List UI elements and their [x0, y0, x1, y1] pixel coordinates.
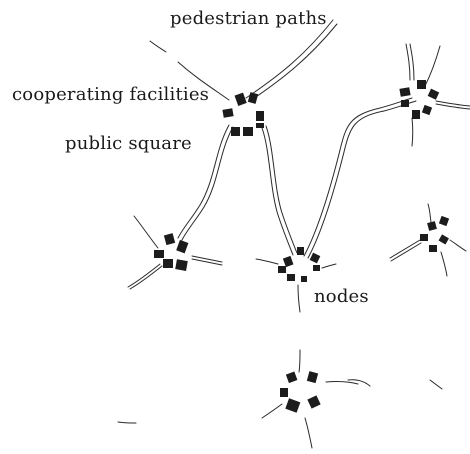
path-center-to-northeast-node-b [307, 100, 417, 259]
path-left-northwest [133, 215, 159, 249]
facility-building [176, 239, 189, 254]
path-center-east [321, 263, 337, 269]
path-northeast-down [411, 117, 414, 147]
path-east-node-southwest-b [390, 242, 422, 262]
label-cooperating-facilities: cooperating facilities [12, 84, 210, 105]
path-northeast-up-right [424, 45, 441, 87]
path-center-south [297, 284, 301, 313]
facility-building [307, 395, 321, 409]
facility-building [247, 92, 259, 104]
path-top-to-left-node-b [181, 126, 234, 241]
path-top-to-center-node-b [265, 125, 298, 254]
path-far-west-fragment [117, 421, 137, 424]
facility-building [256, 123, 264, 128]
path-bottom-southwest [261, 403, 283, 419]
label-nodes: nodes [314, 286, 369, 307]
path-center-to-northeast-node [303, 97, 413, 257]
facility-building [306, 371, 319, 384]
node-northeast [399, 80, 440, 119]
path-east-node-north [427, 203, 432, 223]
path-east-node-southwest [389, 239, 421, 259]
path-left-east [191, 255, 223, 263]
facility-building [280, 388, 288, 397]
facility-building [401, 100, 409, 107]
path-bottom-east [325, 381, 359, 385]
facility-building [297, 247, 304, 255]
facility-building [278, 266, 286, 273]
path-bottom-north [298, 349, 301, 373]
node-left [154, 233, 189, 271]
facility-building [412, 110, 420, 119]
path-top-to-left-node [177, 124, 230, 239]
facility-building [399, 87, 411, 97]
node-top [222, 92, 264, 136]
path-east-node-east [449, 239, 467, 252]
facility-building [309, 252, 321, 264]
facility-building [438, 215, 450, 227]
facility-building [163, 259, 173, 268]
facility-building [301, 276, 307, 282]
facility-building [421, 104, 433, 116]
path-top-to-northwest [177, 61, 230, 101]
path-far-east-fragment [429, 379, 443, 390]
facility-building [285, 398, 301, 413]
path-top-to-north [245, 19, 334, 99]
node-center [278, 247, 321, 282]
facility-building [256, 111, 264, 121]
path-top-to-center-node [261, 127, 294, 256]
facility-building [282, 255, 294, 268]
facility-building [231, 127, 240, 136]
path-bottom-east-b [347, 379, 371, 387]
path-center-west [255, 258, 279, 265]
pedestrian-path-network [117, 19, 470, 449]
path-top-to-northwest-fragment [149, 40, 167, 53]
path-left-southwest [127, 263, 161, 288]
path-northeast-up-b [409, 43, 415, 81]
facility-building [427, 221, 437, 231]
facility-building [285, 371, 298, 384]
path-left-southwest-b [129, 265, 163, 290]
path-left-east-b [191, 258, 223, 266]
facility-building [234, 92, 247, 107]
facility-building [420, 234, 428, 241]
path-northeast-up [405, 43, 411, 81]
facility-building [287, 274, 295, 281]
path-northeast-east-b [435, 103, 470, 110]
node-east [420, 215, 450, 252]
facility-building [313, 265, 320, 271]
facility-building [243, 127, 253, 136]
path-bottom-south [304, 417, 313, 449]
facility-building [438, 234, 449, 245]
node-bottom [280, 371, 321, 413]
facility-building [427, 88, 440, 100]
facility-building [175, 259, 188, 271]
path-top-to-north-b [249, 23, 338, 102]
facility-building [163, 233, 176, 246]
label-pedestrian-paths: pedestrian paths [170, 8, 327, 29]
facility-building [429, 245, 437, 252]
facility-building [417, 80, 426, 89]
path-northeast-east [435, 100, 470, 107]
facility-building [154, 250, 164, 258]
facility-building [222, 108, 234, 118]
label-public-square: public square [65, 133, 192, 154]
path-east-node-south [440, 251, 448, 277]
